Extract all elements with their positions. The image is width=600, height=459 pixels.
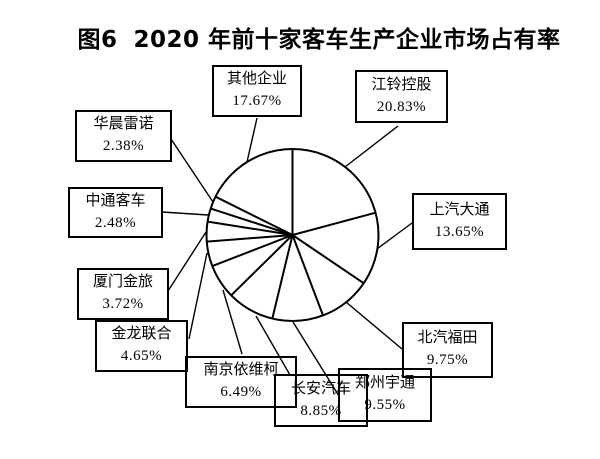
leader-line xyxy=(246,117,258,163)
leader-line xyxy=(161,211,209,216)
pie-label-box: 北汽福田 9.75% xyxy=(402,322,493,378)
leader-line xyxy=(188,252,208,340)
leader-line xyxy=(167,231,207,292)
pie-label-value: 6.49% xyxy=(220,384,262,400)
pie-label-value: 4.65% xyxy=(120,348,163,364)
pie-label-value: 20.83% xyxy=(376,98,427,115)
leader-line xyxy=(344,125,399,168)
pie-label-value: 2.38% xyxy=(102,138,145,154)
figure-title-text: 2020 年前十家客车生产企业市场占有率 xyxy=(133,27,561,53)
pie-label-name: 厦门金旅 xyxy=(92,274,153,291)
pie-label-box: 郑州宇通 9.55% xyxy=(338,368,432,422)
pie-label-box: 上汽大通 13.65% xyxy=(412,193,507,250)
pie-label-box: 金龙联合 4.65% xyxy=(95,320,188,372)
pie-label-box: 厦门金旅 3.72% xyxy=(77,268,169,320)
leader-line xyxy=(255,315,291,376)
pie-label-name: 长安汽车 xyxy=(290,380,351,397)
pie-label-box: 华晨雷诺 2.38% xyxy=(75,110,172,162)
slice-boundary xyxy=(206,234,293,243)
slice-boundary xyxy=(292,211,376,236)
pie-label-box: 中通客车 2.48% xyxy=(68,187,163,238)
slice-boundary xyxy=(291,234,324,316)
slice-boundary xyxy=(207,220,293,236)
leader-line xyxy=(376,222,413,250)
pie-label-box: 南京依维柯 6.49% xyxy=(185,356,297,408)
pie-label-value: 2.48% xyxy=(94,214,137,231)
pie-label-name: 郑州宇通 xyxy=(354,375,415,392)
pie-label-box: 江铃控股 20.83% xyxy=(355,70,448,123)
figure-title: 图6 2020 年前十家客车生产企业市场占有率 xyxy=(0,20,600,54)
pie-label-value: 13.65% xyxy=(434,223,485,240)
pie-label-box: 其他企业 17.67% xyxy=(212,65,302,117)
pie-label-box: 长安汽车 8.85% xyxy=(274,374,368,427)
pie-label-name: 中通客车 xyxy=(85,192,146,209)
pie-label-value: 9.75% xyxy=(426,352,469,368)
slice-boundary xyxy=(211,234,293,268)
leader-line xyxy=(292,321,340,397)
slice-boundary xyxy=(291,234,365,285)
pie-label-name: 上汽大通 xyxy=(429,201,490,218)
slice-boundary xyxy=(210,207,293,236)
pie-label-name: 其他企业 xyxy=(226,71,287,88)
pie-label-value: 17.67% xyxy=(232,93,282,109)
pie-label-name: 金龙联合 xyxy=(111,326,172,343)
leader-line xyxy=(222,289,243,355)
slice-boundary xyxy=(271,234,294,319)
pie-label-name: 南京依维柯 xyxy=(203,362,279,379)
slice-boundary xyxy=(215,195,293,236)
pie-label-value: 9.55% xyxy=(364,397,406,413)
slice-boundary xyxy=(230,234,294,297)
pie-label-name: 江铃控股 xyxy=(371,76,432,93)
leader-line xyxy=(170,138,214,203)
pie-label-value: 3.72% xyxy=(102,296,144,312)
pie-label-name: 华晨雷诺 xyxy=(93,116,154,133)
figure-number: 图6 xyxy=(77,27,118,53)
pie-label-value: 8.85% xyxy=(300,402,342,419)
pie-label-name: 北汽福田 xyxy=(417,330,478,347)
leader-line xyxy=(345,301,403,350)
